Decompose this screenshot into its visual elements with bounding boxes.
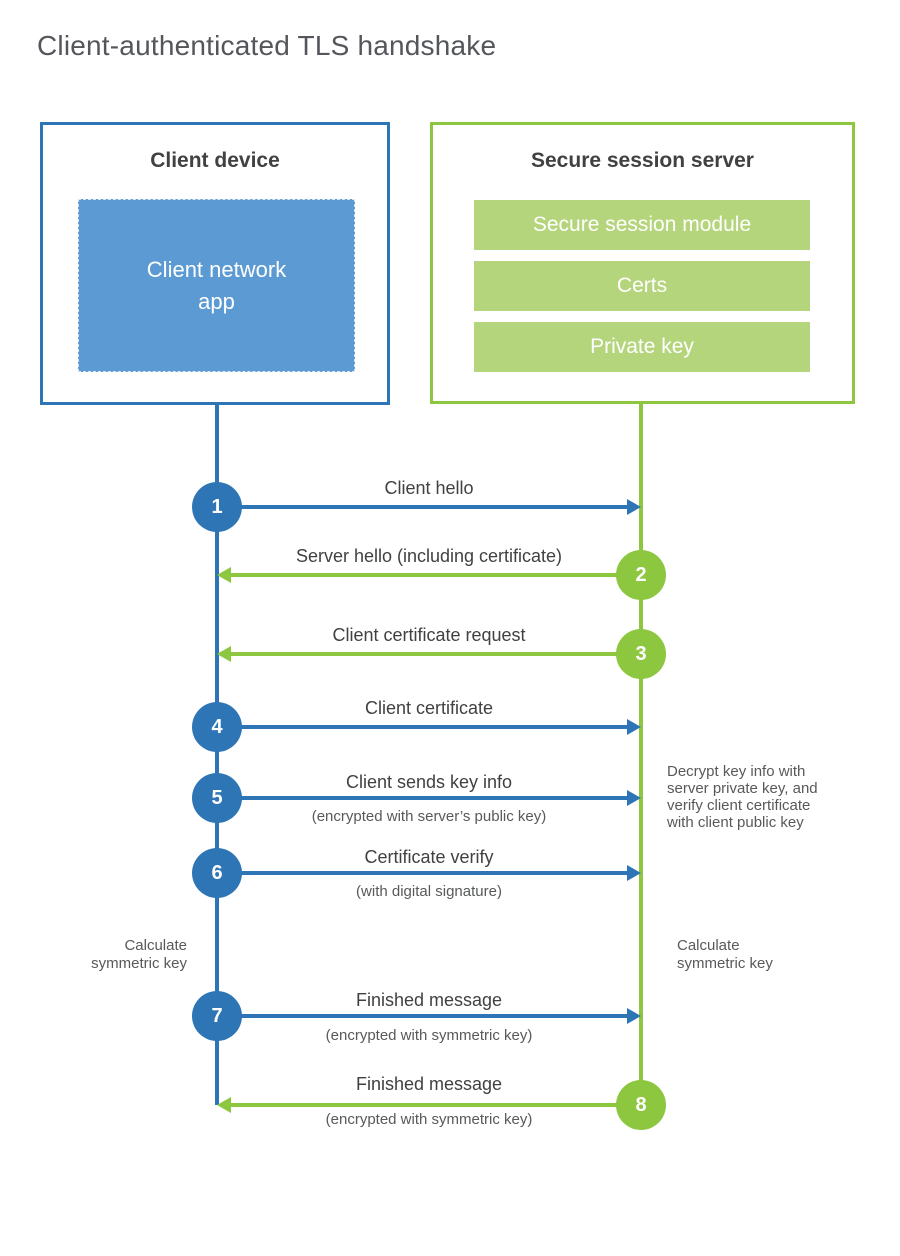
server-module-secure-session: Secure session module xyxy=(474,200,810,250)
message-4-arrow xyxy=(217,725,627,729)
client-device-title: Client device xyxy=(150,149,280,172)
step-circle-1: 1 xyxy=(192,482,242,532)
client-device-box: Client device Client network app xyxy=(40,122,390,405)
server-box: Secure session server Secure session mod… xyxy=(430,122,855,404)
message-8-subtitle: (encrypted with symmetric key) xyxy=(325,1111,533,1128)
message-8-arrowhead-icon xyxy=(217,1097,231,1113)
step-circle-8: 8 xyxy=(616,1080,666,1130)
message-5-arrowhead-icon xyxy=(627,790,641,806)
step-circle-5: 5 xyxy=(192,773,242,823)
message-5-subtitle: (encrypted with server’s public key) xyxy=(311,808,547,825)
message-3-arrow xyxy=(231,652,641,656)
message-4-arrowhead-icon xyxy=(627,719,641,735)
message-2-arrow xyxy=(231,573,641,577)
step-circle-3: 3 xyxy=(616,629,666,679)
note-decrypt-key-info: Decrypt key info with server private key… xyxy=(667,763,818,831)
client-network-app-box: Client network app xyxy=(78,199,355,372)
message-8-arrow xyxy=(231,1103,641,1107)
server-title: Secure session server xyxy=(531,149,754,172)
step-circle-2: 2 xyxy=(616,550,666,600)
message-8-label: Finished message xyxy=(355,1074,503,1094)
message-7-arrow xyxy=(217,1014,627,1018)
step-circle-7: 7 xyxy=(192,991,242,1041)
message-7-arrowhead-icon xyxy=(627,1008,641,1024)
message-4-label: Client certificate xyxy=(364,698,494,718)
server-module-private-key: Private key xyxy=(474,322,810,372)
message-7-label: Finished message xyxy=(355,990,503,1010)
message-1-arrowhead-icon xyxy=(627,499,641,515)
step-circle-4: 4 xyxy=(192,702,242,752)
note-calculate-symmetric-key-client: Calculate symmetric key xyxy=(91,937,187,972)
message-1-arrow xyxy=(217,505,627,509)
message-7-subtitle: (encrypted with symmetric key) xyxy=(325,1027,533,1044)
message-2-label: Server hello (including certificate) xyxy=(295,546,563,566)
server-lifeline xyxy=(639,404,643,1105)
message-2-arrowhead-icon xyxy=(217,567,231,583)
message-6-arrow xyxy=(217,871,627,875)
server-module-certs: Certs xyxy=(474,261,810,311)
message-5-arrow xyxy=(217,796,627,800)
page-title: Client-authenticated TLS handshake xyxy=(37,30,497,61)
message-6-subtitle: (with digital signature) xyxy=(356,883,502,900)
message-5-label: Client sends key info xyxy=(345,772,513,792)
message-6-arrowhead-icon xyxy=(627,865,641,881)
note-calculate-symmetric-key-server: Calculate symmetric key xyxy=(677,937,773,972)
step-circle-6: 6 xyxy=(192,848,242,898)
message-3-label: Client certificate request xyxy=(332,625,526,645)
message-3-arrowhead-icon xyxy=(217,646,231,662)
message-6-label: Certificate verify xyxy=(364,847,494,867)
message-1-label: Client hello xyxy=(384,478,474,498)
client-lifeline xyxy=(215,405,219,1105)
